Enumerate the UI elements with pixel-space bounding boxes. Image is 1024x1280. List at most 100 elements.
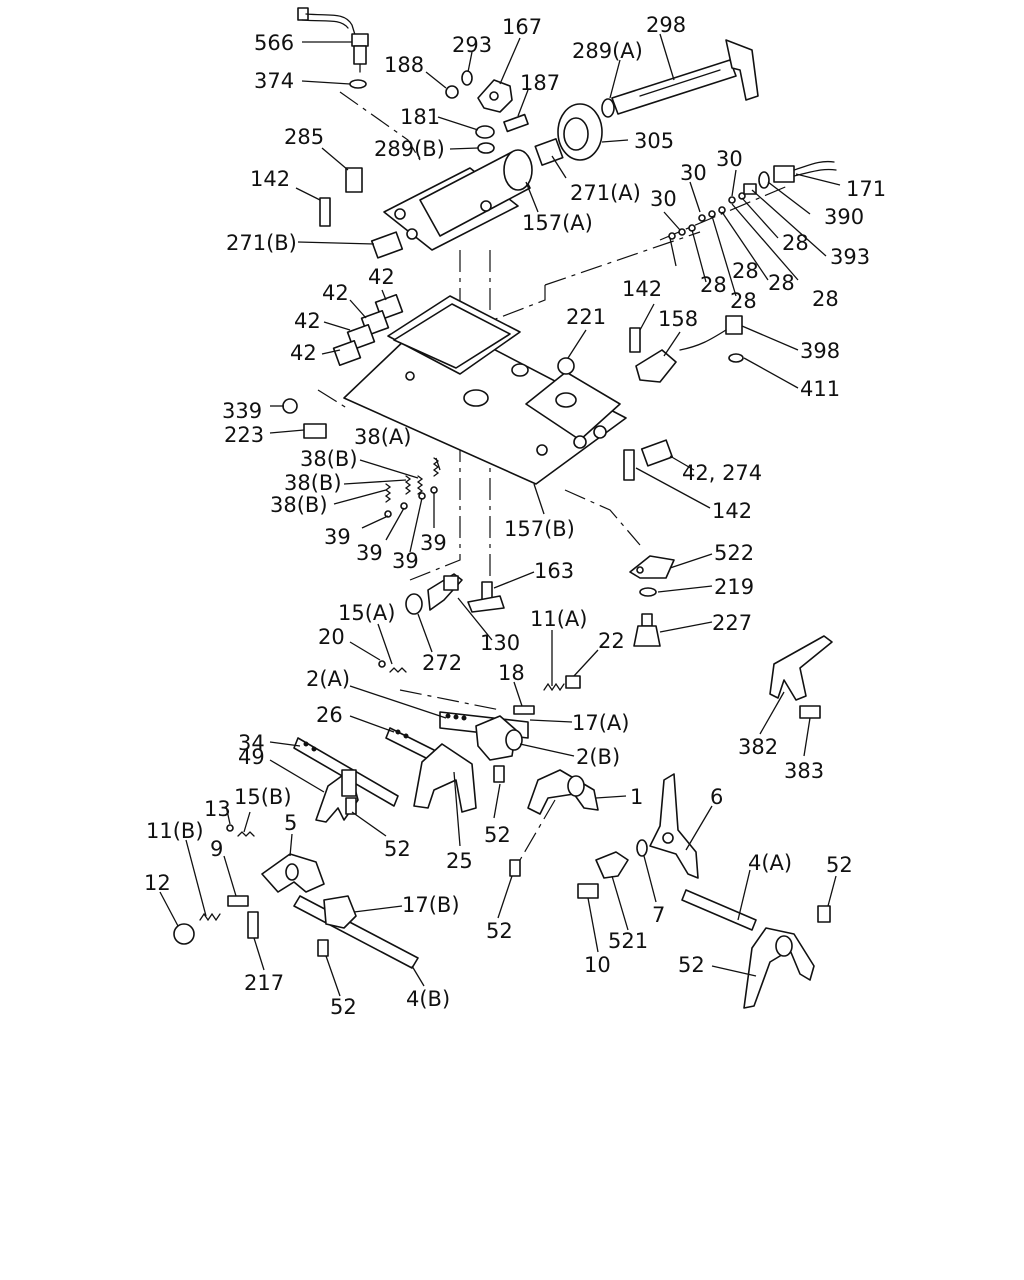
callout-10: 10 xyxy=(584,953,611,977)
callout-289a: 289(A) xyxy=(572,39,643,63)
washer-411 xyxy=(728,353,744,363)
callout-142-right: 142 xyxy=(712,499,752,523)
callout-38b-a: 38(B) xyxy=(300,447,358,471)
nut-221 xyxy=(557,357,575,375)
bolt-217 xyxy=(247,911,259,939)
callout-38b-b: 38(B) xyxy=(284,471,342,495)
callout-383: 383 xyxy=(784,759,824,783)
switch-227 xyxy=(633,613,661,647)
bolt-52-e xyxy=(817,905,831,923)
spring-11a xyxy=(543,682,565,692)
callout-393: 393 xyxy=(830,245,870,269)
sensor-566 xyxy=(297,7,369,73)
shaft-298 xyxy=(611,39,759,115)
part-521 xyxy=(595,851,629,879)
callout-171: 171 xyxy=(846,177,886,201)
callout-13: 13 xyxy=(204,797,231,821)
alignment-lines xyxy=(317,91,791,861)
washer-7 xyxy=(636,839,648,857)
pin-9 xyxy=(227,895,249,907)
plate-522 xyxy=(629,555,675,579)
callout-4b: 4(B) xyxy=(406,987,450,1011)
nut-188 xyxy=(445,85,459,99)
fork-25 xyxy=(413,743,477,813)
plug-393 xyxy=(743,183,757,195)
housing-157a xyxy=(383,149,533,251)
callout-28-b: 28 xyxy=(812,287,839,311)
callouts: 566 374 188 293 167 187 181 289(B) 285 1… xyxy=(144,13,886,1019)
callout-39-d: 39 xyxy=(420,531,447,555)
callout-15a: 15(A) xyxy=(338,601,395,625)
callout-223: 223 xyxy=(224,423,264,447)
plug-12 xyxy=(173,923,195,945)
callout-52-d: 52 xyxy=(330,995,357,1019)
fork-5 xyxy=(261,853,325,893)
nut-339 xyxy=(282,398,298,414)
bushing-181 xyxy=(475,125,495,139)
callout-2a: 2(A) xyxy=(306,667,350,691)
callout-221: 221 xyxy=(566,305,606,329)
callout-18: 18 xyxy=(498,661,525,685)
rod-42-274 xyxy=(640,439,674,467)
block-17b xyxy=(323,895,357,929)
callout-6: 6 xyxy=(710,785,723,809)
springs-38 xyxy=(384,457,440,503)
washer-289b xyxy=(477,142,495,154)
bolt-142-top xyxy=(319,197,331,227)
callout-271a: 271(A) xyxy=(570,181,641,205)
callout-187: 187 xyxy=(520,71,560,95)
callout-15b: 15(B) xyxy=(234,785,292,809)
leader-lines xyxy=(159,33,841,997)
fork-1 xyxy=(527,769,599,815)
callout-42-274: 42, 274 xyxy=(682,461,762,485)
callout-157b: 157(B) xyxy=(504,517,575,541)
callout-1: 1 xyxy=(630,785,643,809)
callout-11b: 11(B) xyxy=(146,819,204,843)
callout-28-f: 28 xyxy=(730,289,757,313)
callout-398: 398 xyxy=(800,339,840,363)
case-157b xyxy=(343,295,627,485)
callout-28-c: 28 xyxy=(768,271,795,295)
callout-271b: 271(B) xyxy=(226,231,297,255)
bolt-22 xyxy=(565,675,581,689)
spring-15b xyxy=(237,831,255,837)
block-17a xyxy=(475,715,523,761)
bolt-52-b xyxy=(493,765,505,783)
washer-390 xyxy=(758,171,770,189)
switch-171 xyxy=(773,160,837,183)
callout-227: 227 xyxy=(712,611,752,635)
fork-50 xyxy=(743,927,815,1009)
pin-18 xyxy=(513,705,535,715)
callout-163: 163 xyxy=(534,559,574,583)
bolt-52-d xyxy=(317,939,329,957)
rail-4a xyxy=(681,889,757,931)
bushing-271a xyxy=(534,138,564,166)
callout-30-c: 30 xyxy=(650,187,677,211)
bolt-10 xyxy=(577,883,599,899)
lever-6 xyxy=(649,773,699,879)
callout-38b-c: 38(B) xyxy=(270,493,328,517)
callout-26: 26 xyxy=(316,703,343,727)
callout-521: 521 xyxy=(608,929,648,953)
callout-382: 382 xyxy=(738,735,778,759)
callout-42-d: 42 xyxy=(290,341,317,365)
washer-219 xyxy=(639,587,657,597)
callout-5: 5 xyxy=(284,811,297,835)
shaft-163 xyxy=(467,581,505,613)
washer-374 xyxy=(349,79,367,89)
callout-12: 12 xyxy=(144,871,171,895)
callout-374: 374 xyxy=(254,69,294,93)
callout-566: 566 xyxy=(254,31,294,55)
rods-42 xyxy=(332,293,404,367)
callout-52-a: 52 xyxy=(384,837,411,861)
callout-142-mid: 142 xyxy=(622,277,662,301)
bolt-142-mid xyxy=(629,327,641,353)
pin-187 xyxy=(503,113,529,133)
bolt-223 xyxy=(303,423,327,439)
callout-130: 130 xyxy=(480,631,520,655)
callout-181: 181 xyxy=(400,105,440,129)
callout-28-d: 28 xyxy=(732,259,759,283)
callout-52-e: 52 xyxy=(826,853,853,877)
callout-17b: 17(B) xyxy=(402,893,460,917)
